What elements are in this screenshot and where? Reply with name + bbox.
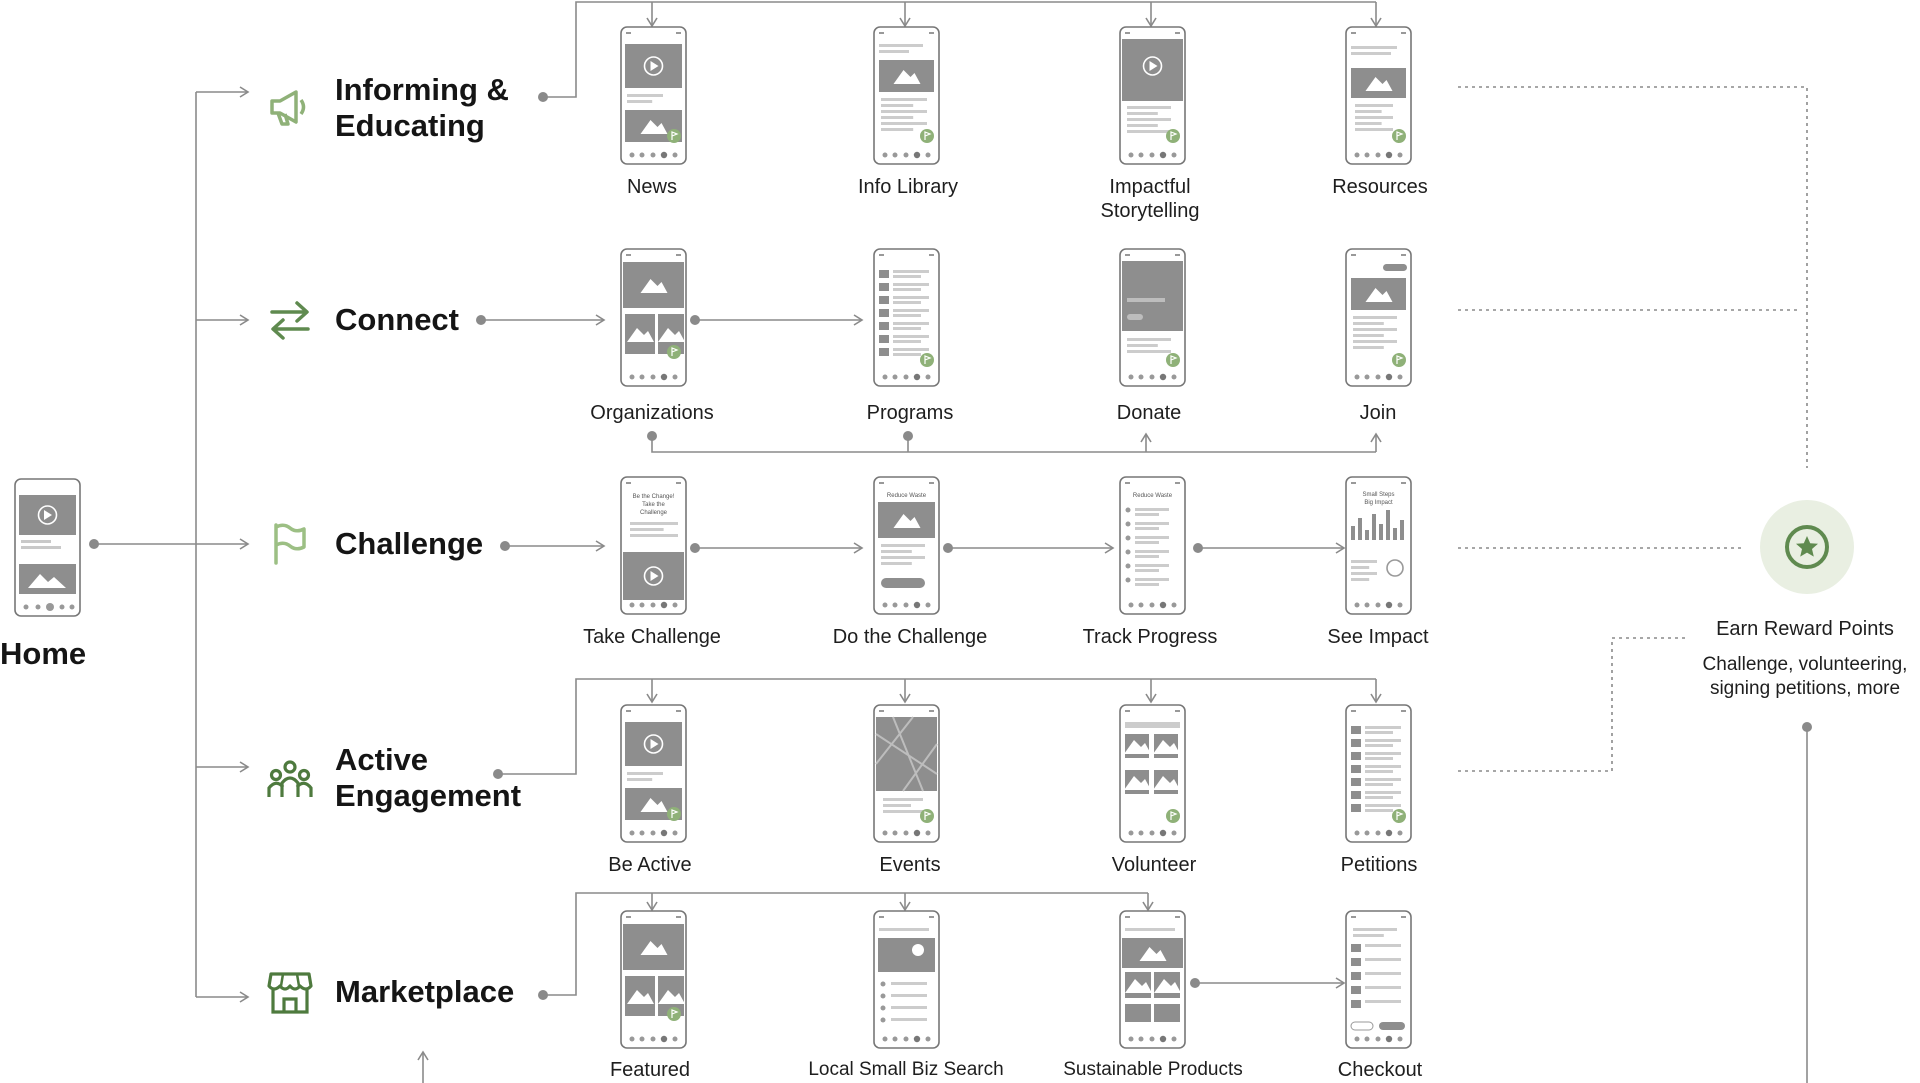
phone-wireframe-donate (1119, 248, 1186, 387)
screen-label-impactful-storytelling: Impactful Storytelling (1070, 175, 1230, 223)
screen-label-info-library: Info Library (857, 176, 959, 198)
screen-label-petitions: Petitions (1340, 854, 1418, 876)
people-group-icon (266, 757, 314, 805)
category-title-active: Active Engagement (335, 742, 521, 814)
phone-wireframe-volunteer (1119, 704, 1186, 843)
phone-wireframe-news (620, 26, 687, 165)
screen-label-donate: Donate (1116, 402, 1182, 424)
megaphone-icon (266, 82, 314, 130)
reward-description-line: Challenge, volunteering, (1702, 654, 1908, 675)
reward-title: Earn Reward Points (1716, 618, 1894, 640)
category-title-challenge: Challenge (335, 526, 483, 562)
screen-label-join: Join (1359, 402, 1397, 424)
svg-text:Small Steps: Small Steps (1362, 492, 1394, 498)
storefront-icon (266, 968, 314, 1016)
screen-label-sustainable-products: Sustainable Products (1063, 1059, 1243, 1080)
category-title-line: Marketplace (335, 974, 515, 1009)
phone-wireframe-programs (873, 248, 940, 387)
phone-wireframe-local-small-biz-search (873, 910, 940, 1049)
reward-description: Challenge, volunteering, signing petitio… (1655, 653, 1920, 701)
phone-wireframe-track-progress: Reduce Waste (1119, 476, 1186, 615)
screen-label-events: Events (879, 854, 941, 876)
phone-wireframe-events (873, 704, 940, 843)
screen-label-programs: Programs (866, 402, 954, 424)
flag-icon (266, 519, 314, 567)
root-label: Home (0, 636, 87, 671)
phone-wireframe-info-library (873, 26, 940, 165)
svg-text:Be the Change!: Be the Change! (633, 494, 675, 500)
category-title-line: Challenge (335, 526, 484, 561)
category-title-line: Educating (335, 108, 485, 143)
screen-label-volunteer: Volunteer (1111, 854, 1197, 876)
screen-label-see-impact: See Impact (1327, 626, 1429, 648)
screen-label-take-challenge: Take Challenge (583, 626, 721, 648)
screen-label-featured: Featured (609, 1059, 691, 1081)
phone-wireframe-resources (1345, 26, 1412, 165)
phone-wireframe-featured (620, 910, 687, 1049)
category-title-connect: Connect (335, 302, 459, 338)
svg-text:Reduce Waste: Reduce Waste (1133, 493, 1173, 499)
svg-text:Take the: Take the (642, 502, 665, 508)
phone-wireframe-checkout (1345, 910, 1412, 1049)
screen-label-checkout: Checkout (1337, 1059, 1423, 1081)
category-title-marketplace: Marketplace (335, 974, 514, 1010)
swap-arrows-icon (266, 296, 314, 344)
phone-wireframe-join (1345, 248, 1412, 387)
screen-label-do-the-challenge: Do the Challenge (832, 626, 988, 648)
phone-wireframe-do-the-challenge: Reduce Waste (873, 476, 940, 615)
svg-text:Reduce Waste: Reduce Waste (887, 493, 927, 499)
phone-wireframe-sustainable-products (1119, 910, 1186, 1049)
screen-label-local-small-biz-search: Local Small Biz Search (808, 1059, 1004, 1080)
phone-wireframe-be-active (620, 704, 687, 843)
reward-badge (1760, 500, 1854, 594)
reward-description-line: signing petitions, more (1709, 678, 1901, 699)
home-phone-wireframe (14, 478, 81, 617)
category-title-line: Informing & (335, 72, 509, 107)
screen-label-news: News (626, 176, 677, 198)
category-title-line: Active (335, 742, 429, 777)
category-title-informing: Informing & Educating (335, 72, 509, 144)
category-title-line: Connect (335, 302, 459, 337)
phone-wireframe-impactful-storytelling (1119, 26, 1186, 165)
screen-label-resources: Resources (1332, 176, 1428, 198)
screen-label-be-active: Be Active (608, 854, 692, 876)
screen-label-text: Impactful Storytelling (1100, 176, 1200, 222)
svg-text:Challenge: Challenge (640, 510, 668, 516)
screen-label-organizations: Organizations (590, 402, 714, 424)
screen-label-track-progress: Track Progress (1082, 626, 1218, 648)
category-title-line: Engagement (335, 778, 522, 813)
phone-wireframe-petitions (1345, 704, 1412, 843)
svg-text:Big Impact: Big Impact (1364, 500, 1393, 506)
phone-wireframe-organizations (620, 248, 687, 387)
